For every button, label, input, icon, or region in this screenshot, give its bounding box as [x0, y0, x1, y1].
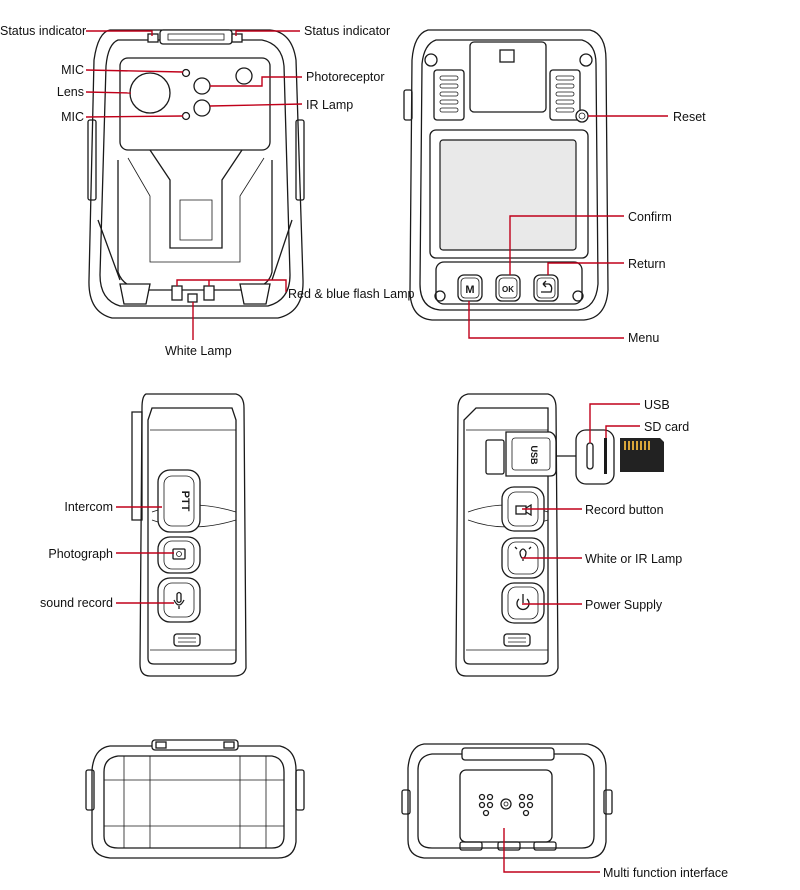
- power-icon: [516, 594, 530, 611]
- label-sound-record: sound record: [40, 596, 113, 610]
- port-callout: [575, 429, 615, 485]
- label-intercom: Intercom: [64, 500, 113, 514]
- label-mic-bottom: MIC: [61, 110, 84, 124]
- mic-bottom-icon: [181, 111, 191, 121]
- flash-lamp-blue: [203, 285, 215, 301]
- video-camera-icon: [515, 505, 527, 515]
- side-vent-right: [503, 633, 531, 647]
- label-sd-card: SD card: [644, 420, 690, 434]
- ir-lamp-top-icon: [193, 77, 211, 95]
- label-power-supply: Power Supply: [585, 598, 663, 612]
- ptt-button-label: PTT: [179, 491, 191, 512]
- confirm-button-label: OK: [502, 285, 514, 294]
- connector-pins: [478, 793, 534, 817]
- left-side-view: PTT: [131, 393, 247, 677]
- label-lens: Lens: [56, 85, 84, 99]
- ir-lamp-icon: [193, 99, 211, 117]
- multi-function-leader: [503, 828, 600, 873]
- label-status-indicator-right: Status indicator: [304, 24, 391, 38]
- back-clip-slot: [499, 49, 515, 63]
- reset-button[interactable]: [575, 109, 589, 123]
- label-reset: Reset: [673, 110, 706, 124]
- microphone-icon: [173, 591, 185, 609]
- return-arrow-icon: [541, 280, 553, 293]
- camera-icon: [172, 548, 186, 560]
- flash-lamp-red: [171, 285, 183, 301]
- menu-button-label: M: [465, 284, 474, 296]
- front-leaders: [85, 30, 303, 340]
- power-button[interactable]: [501, 582, 545, 624]
- menu-button[interactable]: M: [457, 274, 483, 302]
- label-white-lamp: White Lamp: [165, 344, 232, 358]
- sound-record-button[interactable]: [157, 577, 201, 623]
- front-view: [87, 29, 305, 319]
- bottom-view: [401, 743, 613, 859]
- white-lamp-icon: [187, 293, 198, 303]
- label-photoreceptor: Photoreceptor: [306, 70, 385, 84]
- lcd-screen: [439, 139, 577, 251]
- label-usb: USB: [644, 398, 670, 412]
- photoreceptor-icon: [235, 67, 253, 85]
- top-clip: [159, 29, 233, 45]
- usb-cover-label: USB: [529, 445, 539, 465]
- status-indicator-right: [231, 33, 243, 43]
- label-confirm: Confirm: [628, 210, 672, 224]
- usb-cover[interactable]: USB: [505, 431, 557, 477]
- back-view: M OK: [403, 29, 609, 321]
- left-side-leaders: [116, 506, 174, 604]
- bulb-icon: [514, 546, 532, 561]
- mic-top-icon: [181, 68, 191, 78]
- status-indicator-left: [147, 33, 159, 43]
- confirm-button[interactable]: OK: [495, 274, 521, 302]
- top-view: [85, 739, 305, 859]
- speaker-grille-right: [549, 69, 581, 121]
- label-mic-top: MIC: [61, 63, 84, 77]
- label-ir-lamp: IR Lamp: [306, 98, 354, 112]
- usb-port-icon: [586, 442, 594, 470]
- speaker-grille-left: [433, 69, 465, 121]
- back-leaders: [468, 115, 668, 339]
- label-menu: Menu: [628, 331, 660, 345]
- label-photograph: Photograph: [48, 547, 113, 561]
- label-return: Return: [628, 257, 666, 271]
- right-side-leaders: [522, 403, 640, 605]
- side-vent: [173, 633, 201, 647]
- label-status-indicator-left: Status indicator: [0, 24, 87, 38]
- return-button[interactable]: [533, 274, 559, 302]
- label-record-button: Record button: [585, 503, 664, 517]
- sd-slot-icon: [604, 438, 607, 474]
- label-flash-lamp: Red & blue flash Lamp: [288, 287, 415, 301]
- label-multi-function-interface: Multi function interface: [603, 866, 729, 880]
- label-white-ir-lamp: White or IR Lamp: [585, 552, 683, 566]
- ptt-button[interactable]: PTT: [157, 469, 201, 533]
- photograph-button[interactable]: [157, 536, 201, 574]
- lens-icon: [129, 72, 171, 114]
- sd-card-icon: [620, 438, 664, 472]
- right-side-view: USB: [455, 393, 664, 677]
